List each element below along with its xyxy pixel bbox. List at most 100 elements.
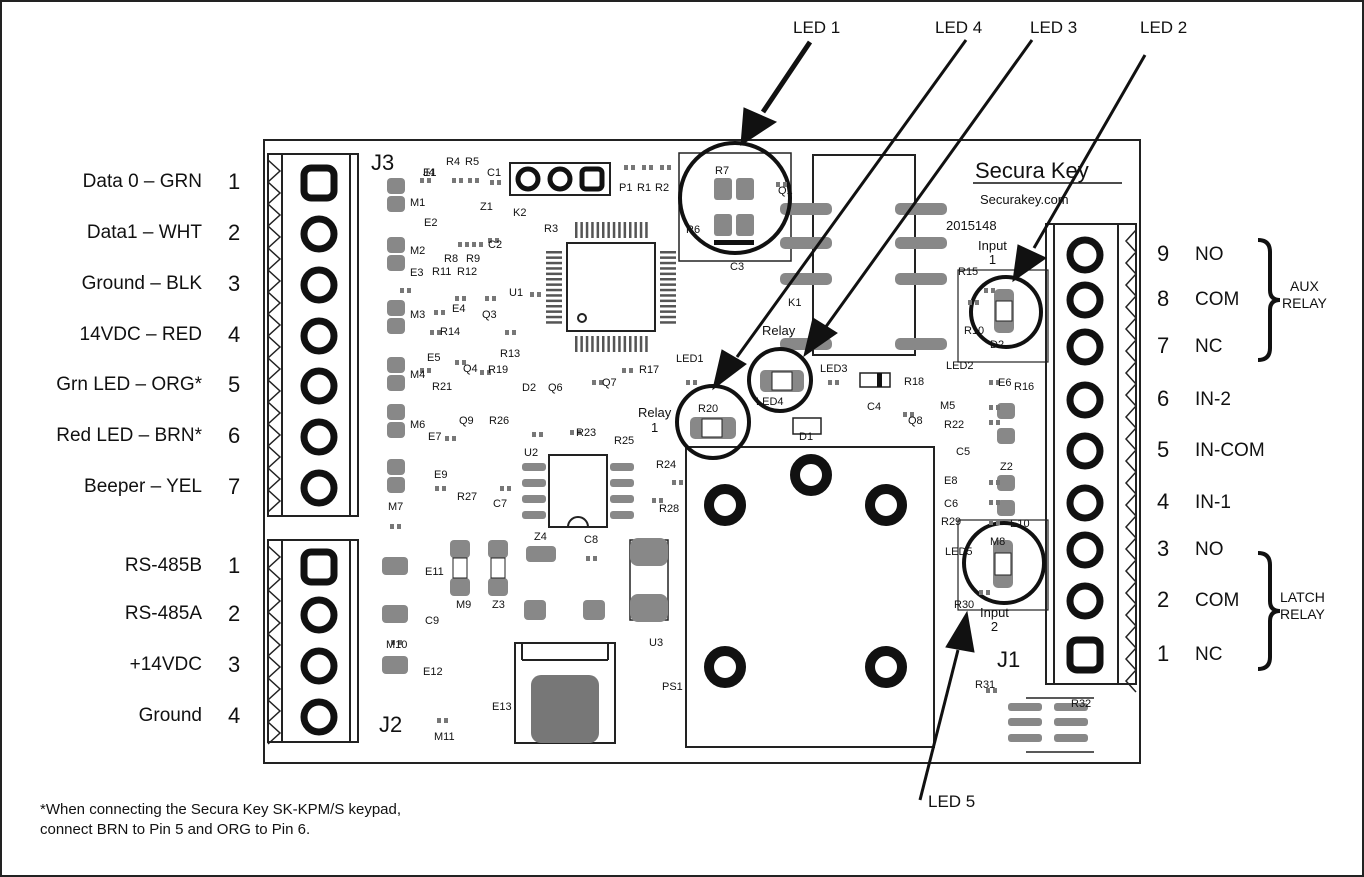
- silk-label: C5: [956, 446, 970, 458]
- silk-label: R17: [639, 364, 659, 376]
- j2-wire-name: RS-485B: [124, 555, 202, 576]
- brand-website: Securakey.com: [980, 192, 1069, 207]
- pin-square: [300, 548, 338, 586]
- j2-pin-number: 4: [228, 703, 241, 728]
- pin-round: [300, 418, 338, 456]
- silk-label: M10: [386, 639, 407, 651]
- j3-pin-number: 3: [228, 271, 241, 296]
- silk-label: R12: [457, 266, 477, 278]
- silk-label: Q3: [482, 309, 497, 321]
- silk-label: R30: [954, 599, 974, 611]
- silk-label: LED5: [945, 546, 973, 558]
- pin-round: [1066, 236, 1104, 274]
- relay-braces: [1257, 238, 1281, 671]
- aux-relay-label: AUX RELAY: [1282, 278, 1327, 311]
- silk-label: U1: [509, 287, 523, 299]
- silk-label: R8: [444, 253, 458, 265]
- silk-label: R31: [975, 679, 995, 691]
- callout-led5: LED 5: [928, 792, 976, 811]
- silk-label: M11: [434, 731, 455, 743]
- j1-pin-number: 7: [1157, 333, 1170, 358]
- j2-pin-number: 3: [228, 652, 241, 677]
- silk-label: E9: [434, 469, 447, 481]
- j3-wire-name: Beeper – YEL: [84, 476, 202, 497]
- u3-regulator: [514, 642, 616, 744]
- j2-label: J2: [379, 712, 403, 737]
- pin-round: [1066, 432, 1104, 470]
- silk-label: R1: [637, 182, 651, 194]
- silk-label: E4: [452, 303, 465, 315]
- p1-header: [509, 162, 611, 196]
- j3-pin-number: 4: [228, 322, 241, 347]
- silk-label: LED2: [946, 360, 974, 372]
- input2-label: Input 2: [980, 605, 1009, 634]
- silk-label: R25: [614, 435, 634, 447]
- callout-led3: LED 3: [1030, 18, 1078, 37]
- silk-label: R24: [656, 459, 676, 471]
- pin-round: [300, 469, 338, 507]
- relay1-label: Relay 1: [638, 405, 672, 435]
- pin-round: [300, 266, 338, 304]
- silk-label: Z2: [1000, 461, 1013, 473]
- silk-label: C9: [425, 615, 439, 627]
- j2-wire-name: +14VDC: [129, 654, 202, 675]
- silk-label: R5: [465, 156, 479, 168]
- silk-label: D2: [990, 339, 1004, 351]
- pin-round: [1066, 328, 1104, 366]
- silk-label: E8: [944, 475, 957, 487]
- silk-label: LED4: [756, 396, 784, 408]
- silk-label: R14: [440, 326, 460, 338]
- silk-label: P1: [619, 182, 632, 194]
- j3-pin-number: 6: [228, 423, 241, 448]
- j1-pin-number: 2: [1157, 587, 1170, 612]
- silk-label: D1: [799, 431, 813, 443]
- silk-label: U3: [649, 637, 663, 649]
- led3-circle: [747, 347, 813, 413]
- silk-label: R2: [655, 182, 669, 194]
- silk-label: R9: [466, 253, 480, 265]
- pin-round: [1066, 484, 1104, 522]
- silk-label: Z3: [492, 599, 505, 611]
- pin-round: [1066, 381, 1104, 419]
- j3-label: J3: [371, 150, 395, 175]
- silk-label: E5: [427, 352, 440, 364]
- silk-label: M2: [410, 245, 425, 257]
- j1-pin-name: IN-COM: [1195, 440, 1265, 461]
- j1-connector: [1045, 223, 1138, 693]
- silk-label: Z4: [534, 531, 547, 543]
- silk-label: R23: [576, 427, 596, 439]
- m-parts: [387, 178, 405, 493]
- j1-pin-number: 5: [1157, 437, 1170, 462]
- silk-label: R29: [941, 516, 961, 528]
- j3-wire-name: Red LED – BRN*: [56, 425, 202, 446]
- j2-pin-number: 2: [228, 601, 241, 626]
- j2-connector: [266, 539, 359, 745]
- callout-led2: LED 2: [1140, 18, 1188, 37]
- silk-label: E10: [1010, 518, 1030, 530]
- silk-label: Q9: [459, 415, 474, 427]
- silk-label: M1: [410, 197, 425, 209]
- silk-label: Q1: [778, 185, 793, 197]
- footnote-line2: connect BRN to Pin 5 and ORG to Pin 6.: [40, 821, 311, 838]
- j1-pin-number: 3: [1157, 536, 1170, 561]
- callout-arrows: [712, 39, 1147, 801]
- silk-label: M8: [990, 536, 1005, 548]
- pin-round: [300, 367, 338, 405]
- j3-pin-number: 7: [228, 474, 241, 499]
- j3-pin-number: 1: [228, 169, 241, 194]
- silk-label: R4: [446, 156, 460, 168]
- led1-circle: [678, 141, 792, 255]
- small-parts: [390, 165, 1000, 723]
- j1-pin-name: IN-2: [1195, 389, 1231, 410]
- silk-label: C3: [730, 261, 744, 273]
- silk-label: R22: [944, 419, 964, 431]
- pin-round: [1066, 281, 1104, 319]
- footnote: *When connecting the Secura Key SK-KPM/S…: [40, 800, 401, 840]
- input1-label: Input 1: [978, 238, 1007, 267]
- silk-label: Q8: [908, 415, 923, 427]
- silk-label: LED3: [820, 363, 848, 375]
- silk-label: E7: [428, 431, 441, 443]
- j1-pin-name: NO: [1195, 539, 1224, 560]
- silk-label: C8: [584, 534, 598, 546]
